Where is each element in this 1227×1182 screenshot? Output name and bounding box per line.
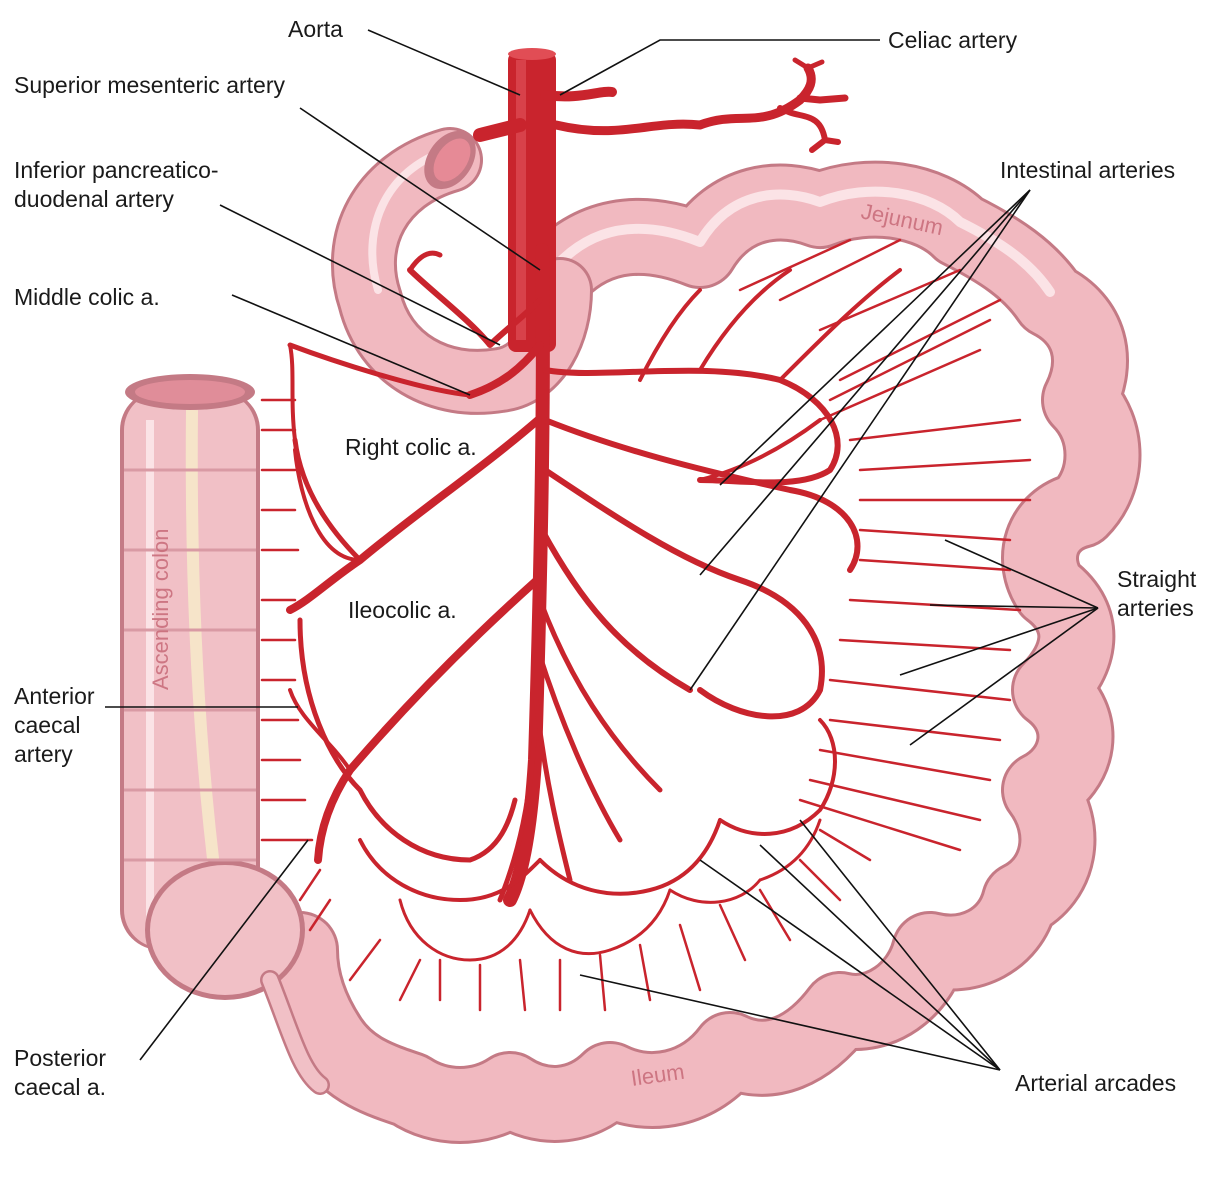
label-posterior-caecal-line2: caecal a.	[14, 1074, 106, 1100]
celiac-trunk	[545, 92, 612, 97]
ascending-colon-label: Ascending colon	[148, 529, 173, 690]
label-celiac-artery: Celiac artery	[888, 27, 1017, 53]
label-inferior-pancreaticoduodenal-line1: Inferior pancreatico-	[14, 157, 219, 183]
label-intestinal-arteries: Intestinal arteries	[1000, 157, 1175, 183]
label-straight-arteries-line2: arteries	[1117, 595, 1194, 621]
colic-straight-arteries	[262, 400, 312, 840]
straight-arteries	[740, 240, 1030, 850]
label-anterior-caecal-line1: Anterior	[14, 683, 95, 709]
arcade-network	[300, 720, 870, 1010]
label-anterior-caecal-line3: artery	[14, 741, 73, 767]
label-straight-arteries-line1: Straight	[1117, 566, 1196, 592]
label-inferior-pancreaticoduodenal-line2: duodenal artery	[14, 186, 174, 212]
label-right-colic: Right colic a.	[345, 434, 477, 460]
label-middle-colic: Middle colic a.	[14, 284, 160, 310]
label-arterial-arcades: Arterial arcades	[1015, 1070, 1176, 1096]
label-posterior-caecal-line1: Posterior	[14, 1045, 106, 1071]
label-aorta: Aorta	[288, 16, 343, 42]
label-anterior-caecal-line2: caecal	[14, 712, 80, 738]
label-superior-mesenteric-artery: Superior mesenteric artery	[14, 72, 285, 98]
label-ileocolic: Ileocolic a.	[348, 597, 457, 623]
